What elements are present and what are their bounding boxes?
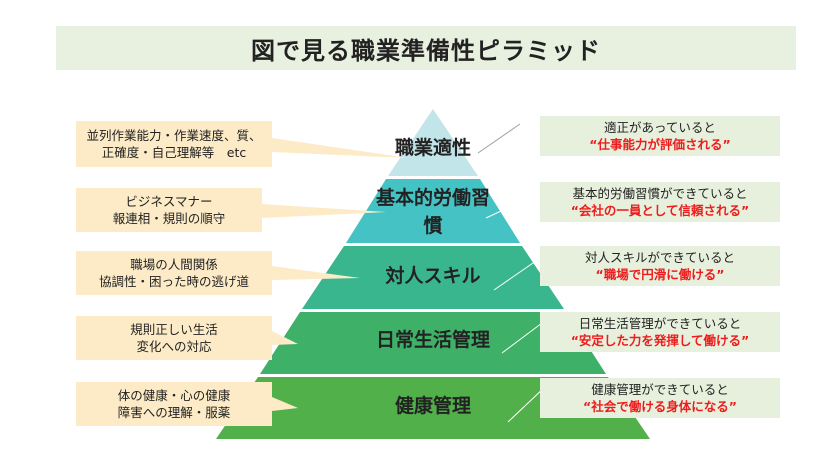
note-2-highlight: “会社の一員として信頼される” xyxy=(570,203,750,218)
pyramid-tier-3 xyxy=(302,246,564,309)
callout-3-line-1: 職場の人間関係 xyxy=(130,257,218,272)
callout-2-line-2: 報連相・規則の順守 xyxy=(112,211,226,226)
callout-4-line-1: 規則正しい生活 xyxy=(130,322,218,337)
callout-3-line-2: 協調性・困った時の逃げ道 xyxy=(98,274,249,289)
callout-2: ビジネスマナー 報連相・規則の順守 xyxy=(76,188,262,232)
note-1: 適正があっていると “仕事能力が評価される” xyxy=(540,116,780,156)
callout-1-line-2: 正確度・自己理解等 etc xyxy=(101,145,247,160)
connector-line-1 xyxy=(477,123,521,154)
level-label-1: 職業適性 xyxy=(394,137,471,159)
note-2: 基本的労働習慣ができていると “会社の一員として信頼される” xyxy=(540,182,780,222)
level-label-3: 対人スキル xyxy=(385,265,481,287)
callout-5: 体の健康・心の健康 障害への理解・服薬 xyxy=(76,382,272,426)
callout-2-line-1: ビジネスマナー xyxy=(125,194,213,209)
callout-pointer-1 xyxy=(272,138,408,158)
callout-pointer-2 xyxy=(262,204,386,218)
note-5-text: 健康管理ができていると xyxy=(591,382,729,397)
callout-1-line-1: 並列作業能力・作業速度、質、 xyxy=(86,128,262,143)
pyramid-tier-2 xyxy=(346,179,520,243)
callout-pointer-5 xyxy=(272,397,298,411)
connector-line-2 xyxy=(485,189,547,219)
page-title: 図で見る職業準備性ピラミッド xyxy=(251,36,601,65)
note-4-text: 日常生活管理ができていると xyxy=(578,316,742,331)
level-label-4: 日常生活管理 xyxy=(375,329,490,351)
level-label-2-line-2: 慣 xyxy=(423,215,443,237)
note-3-highlight: “職場で円滑に働ける” xyxy=(595,267,725,282)
callout-pointer-3 xyxy=(272,266,360,280)
level-label-2-line-1: 基本的労働習 xyxy=(375,187,490,209)
callout-3: 職場の人間関係 協調性・困った時の逃げ道 xyxy=(76,251,272,295)
callout-1: 並列作業能力・作業速度、質、 正確度・自己理解等 etc xyxy=(76,121,272,167)
callout-4-line-2: 変化への対応 xyxy=(136,339,212,354)
callout-5-line-1: 体の健康・心の健康 xyxy=(117,388,231,403)
note-4-highlight: “安定した力を発揮して働ける” xyxy=(570,333,750,348)
callout-4: 規則正しい生活 変化への対応 xyxy=(76,316,272,360)
level-label-2: 基本的労働習 慣 xyxy=(363,184,503,240)
callout-pointer-4 xyxy=(272,331,298,345)
note-3-text: 対人スキルができていると xyxy=(584,250,735,265)
callout-5-line-2: 障害への理解・服薬 xyxy=(117,405,231,420)
note-4: 日常生活管理ができていると “安定した力を発揮して働ける” xyxy=(540,312,780,352)
title-bar: 図で見る職業準備性ピラミッド xyxy=(56,26,796,70)
note-3: 対人スキルができていると “職場で円滑に働ける” xyxy=(540,246,780,286)
connector-line-4 xyxy=(501,319,547,354)
note-1-text: 適正があっていると xyxy=(604,120,716,135)
connector-line-5 xyxy=(507,385,547,423)
note-1-highlight: “仕事能力が評価される” xyxy=(589,137,731,152)
note-5-highlight: “社会で働ける身体になる” xyxy=(583,399,737,414)
level-label-5: 健康管理 xyxy=(394,395,471,417)
pyramid-tier-4 xyxy=(260,312,606,374)
note-2-text: 基本的労働習慣ができていると xyxy=(572,186,748,201)
pyramid-tier-1 xyxy=(388,109,478,176)
note-5: 健康管理ができていると “社会で働ける身体になる” xyxy=(540,378,780,418)
connector-line-3 xyxy=(493,253,547,291)
